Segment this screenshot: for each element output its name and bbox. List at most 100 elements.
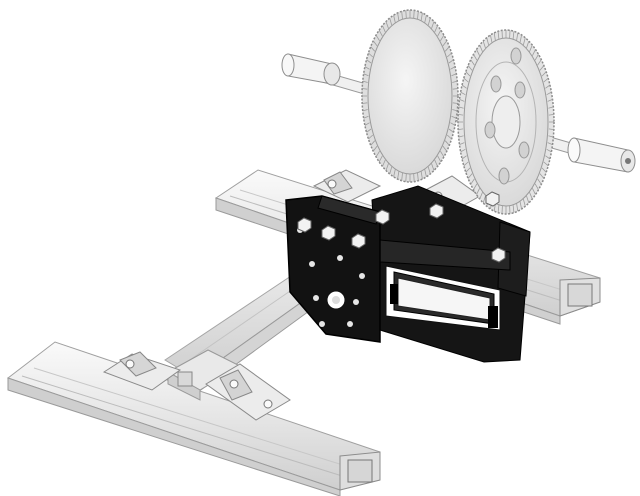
gear-tooth xyxy=(427,17,431,26)
gear-tooth xyxy=(362,88,368,90)
gear-tooth xyxy=(444,140,450,146)
gear-tooth xyxy=(534,54,539,61)
gear-tooth xyxy=(461,155,467,160)
hex-nut xyxy=(351,233,366,249)
gear-tooth xyxy=(401,11,403,20)
front-rail-extrusion xyxy=(6,341,381,496)
gear-tooth xyxy=(397,171,400,180)
gear-tooth xyxy=(440,34,445,42)
hex-nut xyxy=(429,203,444,219)
gear-tooth xyxy=(413,173,415,182)
gear-tooth xyxy=(424,169,427,177)
gear-tooth xyxy=(448,59,454,64)
gear-tooth xyxy=(539,173,545,179)
gear-tooth xyxy=(372,40,378,47)
gear-tooth xyxy=(405,10,407,19)
gear-tooth xyxy=(424,15,427,23)
hex-nut xyxy=(491,247,506,263)
gear-tooth xyxy=(490,34,493,43)
gear-tooth xyxy=(366,59,372,64)
gear-tooth xyxy=(440,150,445,158)
gear-tooth xyxy=(522,198,526,207)
gear-tooth xyxy=(479,44,483,52)
gear-tooth xyxy=(458,106,464,109)
hex-nut xyxy=(375,209,390,225)
gear-tooth xyxy=(493,32,496,41)
gear-tooth xyxy=(368,134,374,140)
gear-tooth xyxy=(545,155,551,160)
gear-tooth xyxy=(366,128,372,133)
gear-tooth xyxy=(378,29,383,37)
gear-tooth xyxy=(448,128,454,133)
gear-tooth xyxy=(385,163,389,171)
gear-tooth xyxy=(452,80,458,83)
gear-tooth xyxy=(532,188,536,195)
gear-tooth xyxy=(548,114,554,116)
gear-tooth xyxy=(413,10,415,19)
gear-tooth xyxy=(446,52,452,58)
gear-tooth xyxy=(420,12,423,21)
motor-bracket-frame xyxy=(371,185,531,363)
gear-tooth xyxy=(476,49,480,56)
gear-tooth xyxy=(417,11,419,20)
gear-tooth xyxy=(459,142,465,145)
gear-tooth xyxy=(532,49,536,56)
spur-gear-front xyxy=(457,29,555,215)
gear-tooth xyxy=(512,31,515,40)
gear-tooth xyxy=(470,59,475,66)
gear-tooth xyxy=(543,161,549,167)
gear-tooth xyxy=(548,128,554,130)
gear-tooth xyxy=(434,159,438,167)
gear-tooth xyxy=(526,195,530,204)
gear-tooth xyxy=(516,203,519,212)
gear-tooth xyxy=(479,192,483,200)
gear-tooth xyxy=(548,106,554,109)
gear-tooth xyxy=(497,31,500,40)
gear-tooth xyxy=(458,114,464,116)
gear-tooth xyxy=(451,73,457,77)
gear-tooth xyxy=(405,173,407,182)
cross-beam-extrusion xyxy=(166,349,242,401)
gear-tooth xyxy=(470,178,475,185)
gear-tooth xyxy=(461,84,467,89)
spur-gear-rear xyxy=(361,9,459,183)
gear-tooth xyxy=(543,77,549,83)
gear-tooth xyxy=(372,145,378,152)
gear-tooth xyxy=(362,109,368,112)
shaft-collar xyxy=(281,53,341,86)
gear-tooth xyxy=(434,25,438,33)
gear-tooth xyxy=(431,21,435,29)
gear-tooth xyxy=(512,204,515,213)
gear-tooth xyxy=(452,109,458,112)
gear-tooth xyxy=(389,166,393,175)
gear-tooth xyxy=(393,169,396,177)
gear-tooth xyxy=(516,32,519,41)
gear-teeth-front xyxy=(458,30,554,214)
gear-tooth xyxy=(452,88,458,90)
gear-tooth xyxy=(385,21,389,29)
gear-tooth xyxy=(450,122,456,126)
gear-tooth xyxy=(526,40,530,49)
gear-tooth xyxy=(467,65,473,71)
gear-tooth xyxy=(482,195,486,204)
hex-nut xyxy=(297,217,312,233)
shaft-collar xyxy=(567,137,636,173)
gear-tooth xyxy=(473,54,478,61)
gear-tooth xyxy=(437,29,442,37)
gear-tooth xyxy=(362,80,368,83)
gear-tooth xyxy=(465,167,471,173)
gear-tooth xyxy=(463,77,469,83)
gear-tooth xyxy=(537,178,542,185)
gear-teeth-rear xyxy=(362,10,458,182)
gear-tooth xyxy=(442,40,448,47)
gear-tooth xyxy=(401,172,403,181)
gear-tooth xyxy=(370,46,376,52)
gear-tooth xyxy=(497,204,500,213)
gear-tooth xyxy=(482,40,486,49)
hex-nut xyxy=(321,225,336,241)
gear-tooth xyxy=(368,52,374,58)
gear-tooth xyxy=(370,140,376,146)
gear-tooth xyxy=(437,155,442,163)
